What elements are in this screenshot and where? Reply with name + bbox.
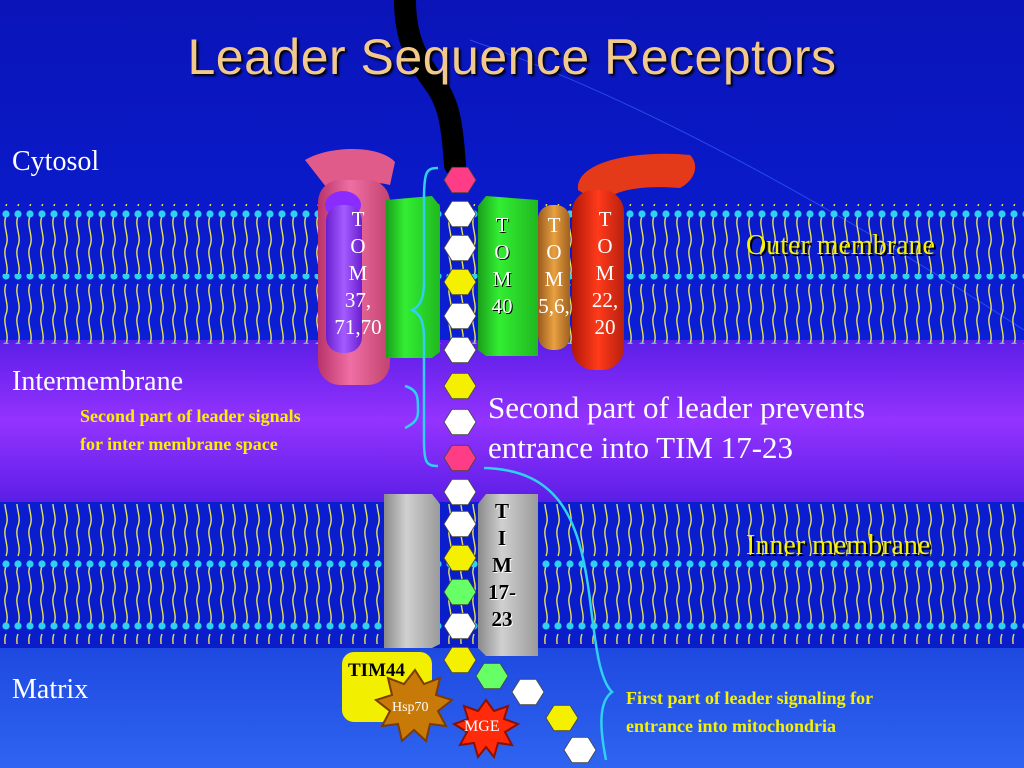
chain-residue <box>443 268 477 296</box>
region-label-intermembrane: Intermembrane <box>12 366 184 397</box>
note-line: Second part of leader signals <box>80 406 301 426</box>
chain-residue <box>443 408 477 436</box>
bracket-first-part-signaling <box>483 466 614 761</box>
chain-residue <box>563 736 597 764</box>
inner-membrane-label: Inner membrane <box>746 530 931 561</box>
chain-residue <box>443 200 477 228</box>
intermembrane-band <box>0 340 1024 502</box>
hsp70-label: Hsp70 <box>392 700 429 715</box>
matrix-background <box>0 648 1024 768</box>
region-label-matrix: Matrix <box>12 674 89 705</box>
note-line: for inter membrane space <box>80 434 278 454</box>
polypeptide-chain <box>394 0 466 176</box>
note-second-part-signals: Second part of leader signals for inter … <box>80 402 301 458</box>
chain-residue <box>443 646 477 674</box>
chain-residue <box>443 544 477 572</box>
mge-protein <box>451 698 521 760</box>
note-line: entrance into mitochondria <box>626 716 836 736</box>
leader-sequence-chain <box>443 166 597 764</box>
chain-residue <box>443 510 477 538</box>
tom40-channel <box>386 196 538 358</box>
hsp70-protein <box>373 668 455 743</box>
chain-residue <box>443 478 477 506</box>
chain-residue <box>443 612 477 640</box>
tim17-channel <box>384 494 538 656</box>
tom22-complex <box>572 153 696 370</box>
bracket-second-part-signals <box>409 166 439 468</box>
note-line: entrance into TIM 17-23 <box>488 430 794 465</box>
chain-residue <box>443 166 477 194</box>
note-first-part-signaling: First part of leader signaling for entra… <box>626 684 873 740</box>
region-label-cytosol: Cytosol <box>12 146 100 177</box>
chain-residue <box>443 578 477 606</box>
chain-residue <box>511 678 545 706</box>
slide-title: Leader Sequence Receptors <box>187 29 837 85</box>
chain-residue <box>545 704 579 732</box>
tom22-label: T O M 22, 20 <box>591 207 619 339</box>
tom56-protein <box>538 205 570 350</box>
tom37-label: T O M 37, 71,70 <box>334 207 382 339</box>
outer-membrane-label: Outer membrane <box>746 230 935 261</box>
note-line: First part of leader signaling for <box>626 688 874 708</box>
chain-residue <box>475 662 509 690</box>
note-line: Second part of leader prevents <box>488 390 866 425</box>
tim44-label: TIM44 <box>348 660 405 681</box>
chain-residue <box>443 444 477 472</box>
tom56-label: T O M 5,6, <box>538 213 570 318</box>
chain-residue <box>443 372 477 400</box>
tom37-complex <box>305 148 395 385</box>
note-second-part-prevents: Second part of leader prevents entrance … <box>488 388 865 468</box>
tim17-label: T I M 17- 23 <box>488 499 516 631</box>
chain-residue <box>443 336 477 364</box>
bracket-intermembrane-label <box>404 384 420 430</box>
chain-residue <box>443 302 477 330</box>
mge-label: MGE <box>464 718 500 735</box>
tom40-label: T O M 40 <box>491 213 513 318</box>
chain-residue <box>443 234 477 262</box>
